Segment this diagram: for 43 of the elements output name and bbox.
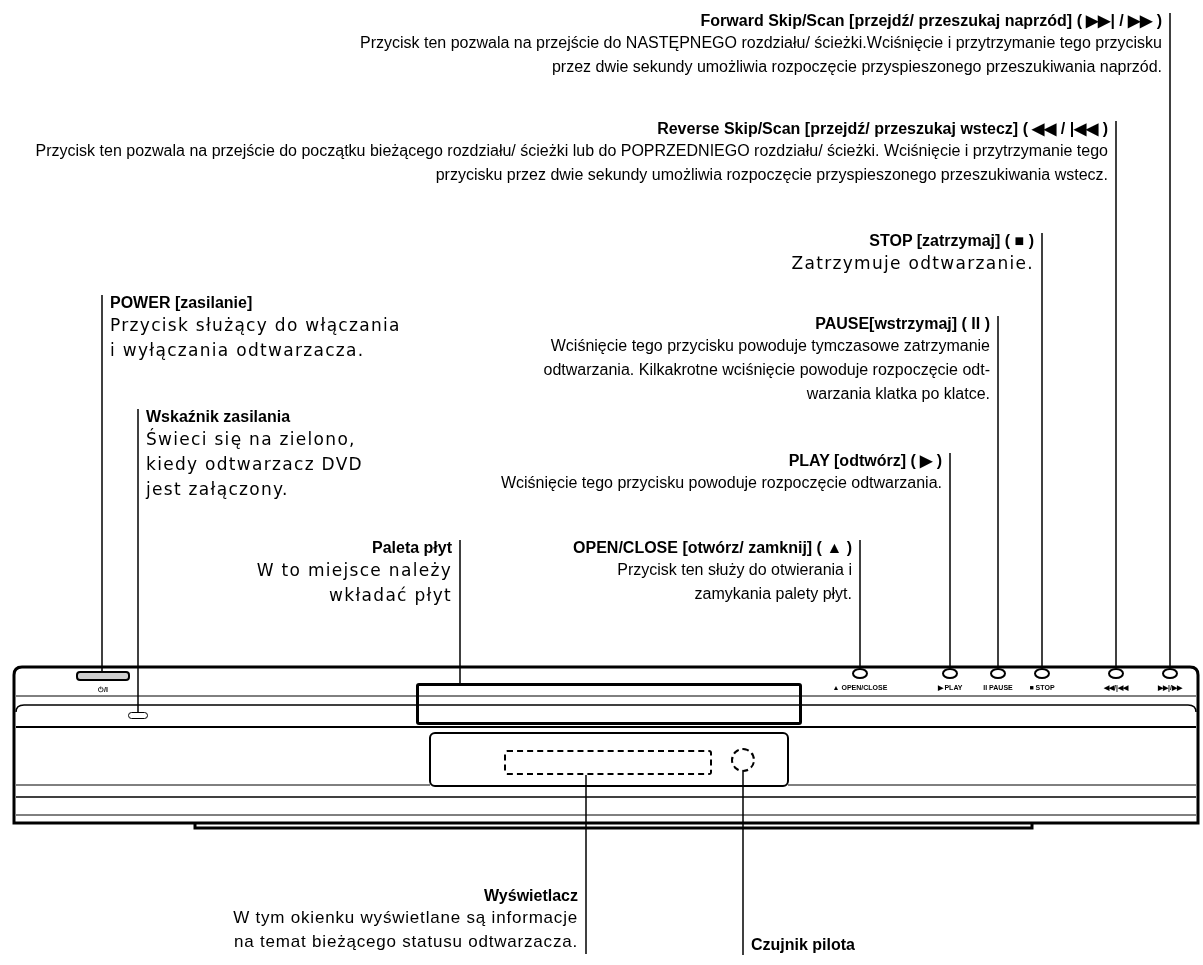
display-panel [504,750,712,775]
play-button [942,668,958,679]
stop-button [1034,668,1050,679]
leader-line [459,539,461,684]
leader-line [585,774,587,955]
callout-heading: Czujnik pilota [751,935,855,955]
skip-back-button [1108,668,1124,679]
callout-heading: Reverse Skip/Scan [przejdź/ przeszukaj wstecz] ( ◀◀ / |◀◀ ) [657,119,1108,139]
callout-heading: Wyświetlacz [484,886,578,906]
leader-line [101,294,103,672]
callout-heading: POWER [zasilanie] [110,293,253,313]
callout-text: W to miejsce należy wkładać płyt [255,559,452,607]
callout-text: Wciśnięcie tego przycisku powoduje rozpoczęcie odtwarzania. [500,473,942,493]
callout-text: Zatrzymuje odtwarzanie. [791,252,1034,275]
power-button [76,671,130,681]
callout-text: Świeci się na zielono, kiedy odtwarzacz DVD jest załączony. [146,427,364,501]
callout-text: Przycisk ten pozwala na przejście do NASTĘPNEGO rozdziału/ ścieżki.Wciśnięcie i przytrzymanie tego przycisku przez dwie sekundy umożliwia rozpoczęcie przyspieszonego przeszukiwania naprzód. [358,33,1162,77]
leader-line [997,315,999,669]
leader-line [1115,120,1117,669]
disc-tray [416,683,802,725]
callout-text: Przycisk ten pozwala na przejście do początku bieżącego rozdziału/ ścieżki lub do POPRZEDNIEGO rozdziału/ ścieżki. Wciśnięcie i przytrzymanie tego przycisku przez dwie sekundy umożliwia rozpoczęcie przyspieszonego przeszukiwania wstecz. [34,141,1108,185]
callout-heading: Forward Skip/Scan [przejdź/ przeszukaj naprzód] ( ▶▶| / ▶▶ ) [700,11,1162,31]
callout-text: W tym okienku wyświetlane są informacje na temat bieżącego statusu odtwarzacza. [232,907,578,953]
leader-line [742,771,744,956]
callout-heading: PLAY [odtwórz] ( ▶ ) [788,451,942,471]
leader-line [1169,12,1171,669]
callout-heading: OPEN/CLOSE [otwórz/ zamknij] ( ▲ ) [573,538,852,558]
remote-sensor [731,748,755,772]
callout-text: Przycisk ten służy do otwierania i zamykania palety płyt. [616,560,852,604]
leader-line [137,408,139,713]
pause-button [990,668,1006,679]
leader-line [1041,232,1043,669]
callout-text: Przycisk służący do włączania i wyłączania odtwarzacza. [110,314,402,362]
callout-heading: Paleta płyt [371,538,452,558]
indicator-light [128,712,148,719]
leader-line [859,539,861,669]
skip-forward-button [1162,668,1178,679]
callout-heading: STOP [zatrzymaj] ( ■ ) [869,231,1034,251]
callout-text: Wciśnięcie tego przycisku powoduje tymczasowe zatrzymanie odtwarzania. Kilkakrotne wciśnięcie powoduje rozpoczęcie odt-warzania klatka po klatce. [542,336,990,404]
leader-line [949,452,951,669]
callout-heading: PAUSE[wstrzymaj] ( II ) [815,314,990,334]
open-close-button [852,668,868,679]
callout-heading: Wskaźnik zasilania [146,407,291,427]
